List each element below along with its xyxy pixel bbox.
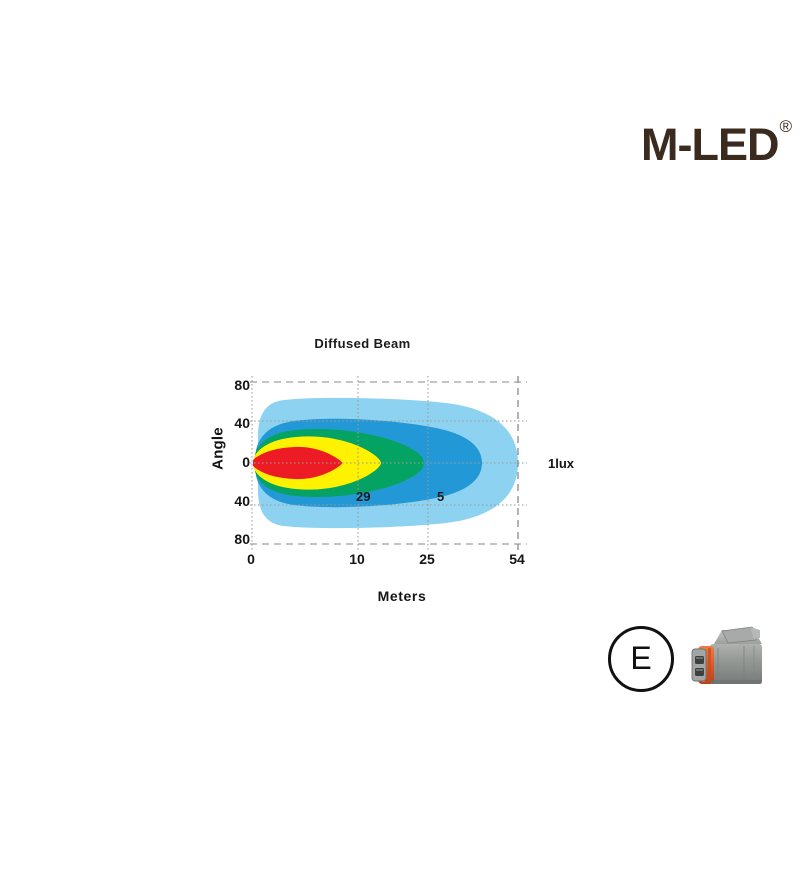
beam-lobe-peak [253,446,342,480]
y-tick-80-pos: 80 [234,377,250,393]
beam-pattern-chart: Diffused Beam Angle Meters 80 40 0 40 80… [190,336,590,611]
x-axis-title: Meters [377,588,427,604]
beam-label-5: 5 [437,489,445,504]
x-tick-0: 0 [247,551,255,567]
registered-trademark-icon: ® [779,117,792,136]
brand-logo: M-LED ® [612,118,792,184]
e-mark-letter: E [630,640,652,676]
y-tick-0: 0 [242,454,250,470]
x-tick-54: 54 [509,551,525,567]
e-mark-approval-icon: E [608,626,674,692]
chart-gridlines [250,376,527,550]
deutsch-dt-2pin-connector-icon [691,626,762,684]
beam-lobes [253,397,518,529]
chart-title: Diffused Beam [314,336,411,351]
beam-label-1lux: 1lux [548,456,575,471]
approval-and-connector-group: E [608,614,770,706]
brand-name: M-LED [640,119,779,170]
beam-label-29: 29 [356,489,371,504]
beam-plot-area [250,376,527,550]
x-tick-10: 10 [349,551,365,567]
x-tick-25: 25 [419,551,435,567]
y-tick-80-neg: 80 [234,531,250,547]
y-tick-40-neg: 40 [234,493,250,509]
y-tick-40-pos: 40 [234,415,250,431]
y-axis-ticks: 80 40 0 40 80 [216,336,250,611]
